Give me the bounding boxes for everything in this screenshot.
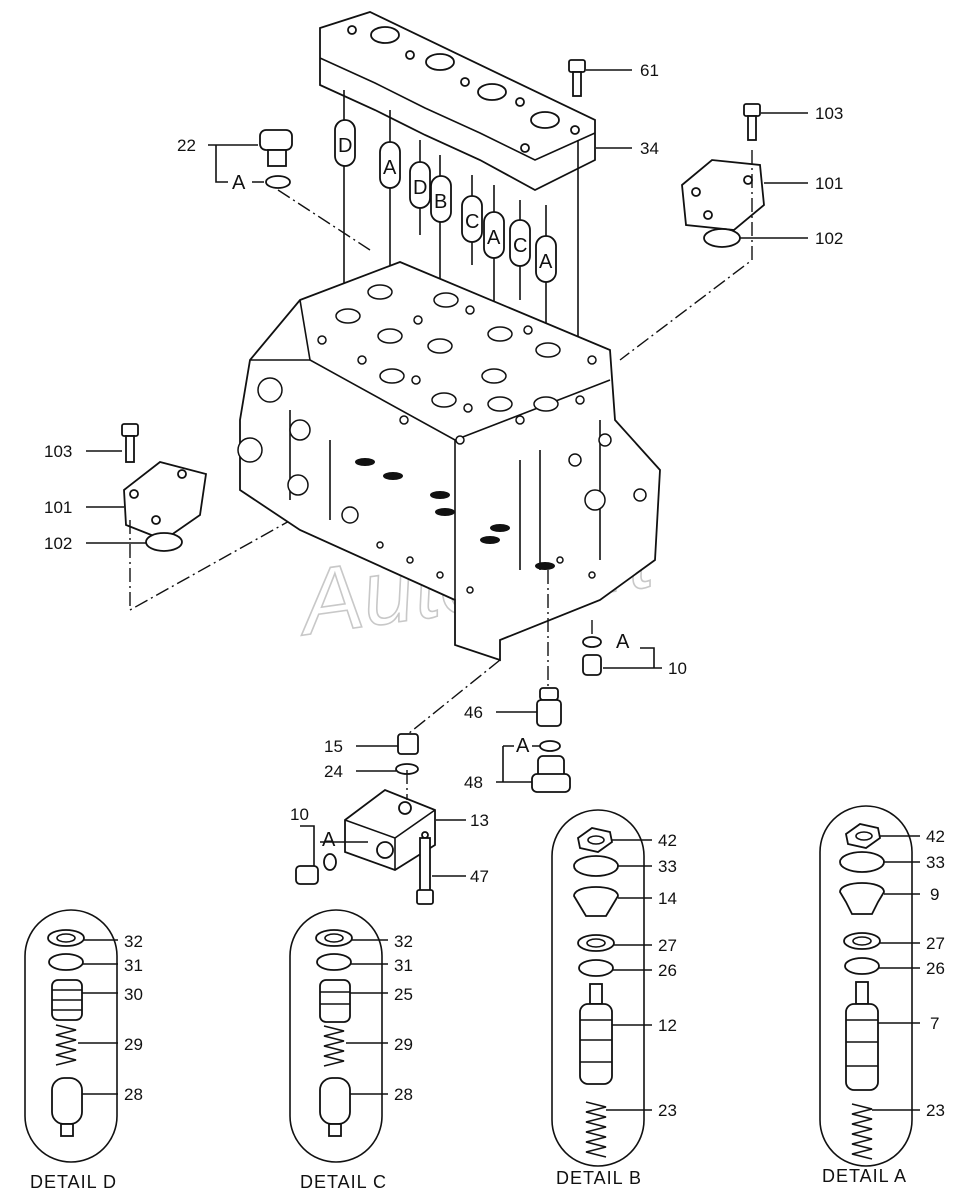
- callout-61: 61: [640, 61, 659, 80]
- callout-10-block: 10: [290, 805, 309, 824]
- callout-22: 22: [177, 136, 196, 155]
- detail-b: [551, 809, 652, 1167]
- block-13: [320, 770, 466, 871]
- callout-34: 34: [640, 139, 659, 158]
- detail-c-label-1: 32: [394, 932, 413, 951]
- tag-c2: C: [513, 235, 527, 257]
- detail-a: [819, 805, 920, 1167]
- detail-c: [289, 909, 388, 1163]
- tag-a2: A: [487, 227, 501, 249]
- detail-d-label-2: 31: [124, 956, 143, 975]
- fitting-46: [496, 570, 562, 727]
- detail-b-caption: DETAIL B: [556, 1168, 642, 1188]
- detail-d: [24, 909, 118, 1163]
- detail-a-label-6: 7: [930, 1014, 939, 1033]
- detail-b-label-6: 12: [658, 1016, 677, 1035]
- ref-a-13: A: [322, 829, 336, 851]
- callout-47: 47: [470, 867, 489, 886]
- side-cover-right: [619, 103, 808, 361]
- callout-10-body: 10: [668, 659, 687, 678]
- detail-a-label-5: 26: [926, 959, 945, 978]
- detail-c-label-3: 25: [394, 985, 413, 1004]
- top-cover-34: [319, 11, 596, 192]
- detail-d-label-1: 32: [124, 932, 143, 951]
- callout-24: 24: [324, 762, 343, 781]
- plug-10-body: [582, 620, 662, 676]
- valve-body: [237, 261, 661, 662]
- tag-d2: D: [413, 177, 427, 199]
- callout-48: 48: [464, 773, 483, 792]
- detail-b-label-4: 27: [658, 936, 677, 955]
- detail-b-label-1: 42: [658, 831, 677, 850]
- tag-c1: C: [465, 211, 479, 233]
- detail-d-label-3: 30: [124, 985, 143, 1004]
- detail-b-label-5: 26: [658, 961, 677, 980]
- detail-a-label-3: 9: [930, 885, 939, 904]
- detail-a-label-1: 42: [926, 827, 945, 846]
- screw-61: [568, 59, 632, 97]
- callout-101-right: 101: [815, 174, 843, 193]
- tag-d1: D: [338, 135, 352, 157]
- callout-15: 15: [324, 737, 343, 756]
- ref-a-10: A: [616, 631, 630, 653]
- callout-13: 13: [470, 811, 489, 830]
- detail-b-label-3: 14: [658, 889, 677, 908]
- detail-c-label-2: 31: [394, 956, 413, 975]
- section-tags: [334, 90, 579, 400]
- detail-c-caption: DETAIL C: [300, 1172, 387, 1192]
- plug-10-block: [295, 825, 337, 885]
- callout-103-left: 103: [44, 442, 72, 461]
- callout-101-left: 101: [44, 498, 72, 517]
- callout-102-left: 102: [44, 534, 72, 553]
- detail-c-label-4: 29: [394, 1035, 413, 1054]
- detail-a-caption: DETAIL A: [822, 1166, 907, 1186]
- tag-b: B: [434, 191, 447, 213]
- tag-a1: A: [383, 157, 397, 179]
- detail-d-label-4: 29: [124, 1035, 143, 1054]
- sleeve-15: [356, 659, 501, 775]
- detail-a-label-4: 27: [926, 934, 945, 953]
- ref-a-22: A: [232, 172, 246, 194]
- callout-102-right: 102: [815, 229, 843, 248]
- detail-d-caption: DETAIL D: [30, 1172, 117, 1192]
- detail-c-label-5: 28: [394, 1085, 413, 1104]
- detail-b-label-7: 23: [658, 1101, 677, 1120]
- detail-b-label-2: 33: [658, 857, 677, 876]
- plug-48: [496, 740, 571, 793]
- tag-a3: A: [539, 251, 553, 273]
- bolt-47: [416, 837, 466, 905]
- plug-22: [208, 129, 371, 251]
- detail-d-label-5: 28: [124, 1085, 143, 1104]
- detail-a-label-2: 33: [926, 853, 945, 872]
- detail-a-label-7: 23: [926, 1101, 945, 1120]
- ref-a-48: A: [516, 735, 530, 757]
- callout-46: 46: [464, 703, 483, 722]
- callout-103-right: 103: [815, 104, 843, 123]
